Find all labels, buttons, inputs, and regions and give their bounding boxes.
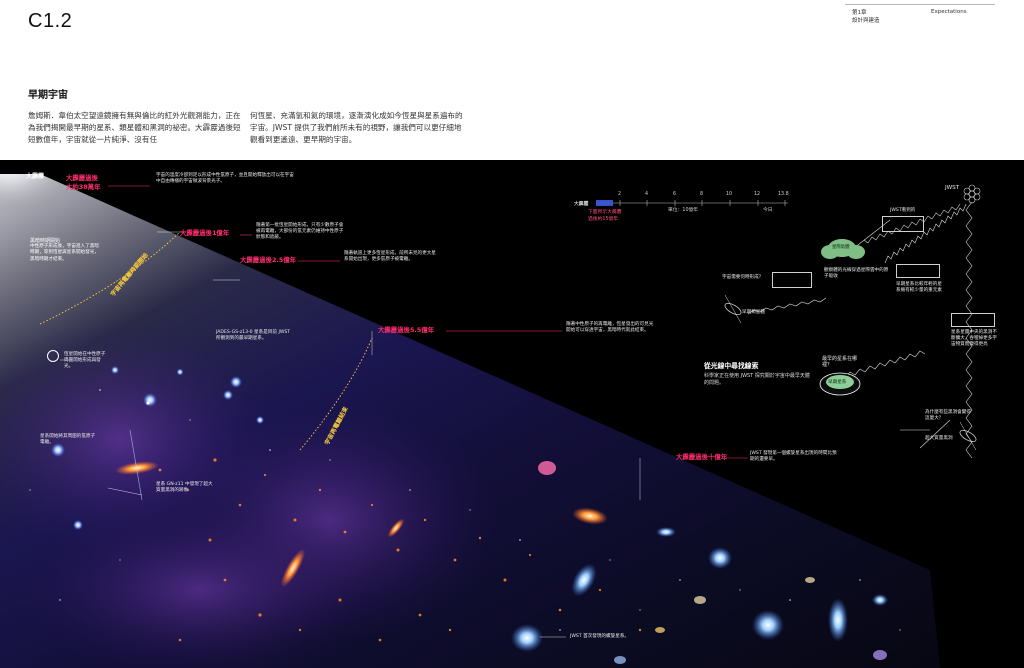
chapter-number: 第1章 [852, 10, 867, 16]
timeline-tick-8: 8 [700, 192, 704, 197]
epoch-550m-note: 隨著中性原子的再電離，恆星發出的可見光開始可以穿透宇宙，黑暗時代就此結束。 [566, 322, 654, 334]
first-stars-note: 恆星開始在中性原子周圍開始形成與發光。 [64, 352, 106, 370]
gas-cloud-label: 星際氣體 [832, 245, 850, 250]
gnz11-note: 星系 GN-z11 中發現了超大質量黑洞的跡象 [156, 482, 213, 494]
chapter-name: 設計與建造 [852, 18, 880, 24]
timeline-unit: 單位：10億年 [668, 208, 699, 213]
hunt-title: 從光線中尋找線索 [704, 362, 759, 370]
bh-question: 為什麼有些黑洞會變得這麼大？ [925, 410, 971, 422]
timeline-today: 今日 [763, 208, 773, 213]
where-galaxies-question: 最早的星系在哪裡？ [822, 356, 858, 369]
epoch-380k-label: 大霹靂過後 大約38萬年 [66, 174, 100, 192]
dark-ages-title: 黑暗時期開始 [30, 238, 61, 244]
epoch-250m-note: 隨著軌道上更多恆星形成，前所未見的更大星系開始出現，更多氫原子被電離。 [344, 251, 436, 263]
epoch-100m-label: 大霹靂過後1億年 [180, 229, 230, 237]
epoch-100m-note: 隨著第一批恆星開始形成，只有少數原子會被再電離，大部份的氫元素仍維持中性原子狀態… [256, 223, 344, 241]
spectrum-note: 早期星系比較年輕的星系擁有較少量的重元素 [896, 282, 942, 294]
chapter-label: 第1章 設計與建造 [852, 9, 880, 25]
timeline-tick-6: 6 [673, 192, 677, 197]
intro-paragraph-2: 何恆星、充滿氫和氦的環境，逐漸演化成如今恆星與星系遍布的宇宙。JWST 提供了我… [250, 111, 463, 144]
gas-cloud-note: 觀察體的光線穿過星際雲中的原子吸收 [824, 268, 889, 280]
dark-ages-text: 中性原子形成後，宇宙進入了黑暗時期，等到恆星與星系開始發光，黑暗時期才結束。 [30, 244, 99, 262]
chapter-title: Expectations [931, 9, 967, 15]
timeline-tick-4: 4 [645, 192, 649, 197]
question-when-box [772, 272, 812, 288]
jwst-sees-box [882, 216, 924, 232]
smbh-label: 超大質量黑洞 [925, 436, 953, 441]
early-quasar-label: 早期類星體 [742, 310, 765, 315]
early-galaxy-label: 早期星系 [828, 380, 847, 385]
timeline-highlight: 下面所示大霹靂 過後約15億年 [588, 208, 622, 222]
intro-paragraph-1: 詹姆斯．韋伯太空望遠鏡擁有無與倫比的紅外光觀測能力，正在為我們揭開最早期的星系、… [28, 111, 241, 144]
spectrum-box [896, 264, 940, 278]
timeline-start: 大霹靂 [574, 202, 589, 207]
jwst-sees-label: JWST看到的 [890, 208, 916, 213]
timeline-tick-13-8: 13.8 [778, 192, 789, 197]
timeline-tick-10: 10 [726, 192, 733, 197]
early-universe-diagram: 大霹靂 大霹靂過後 大約38萬年 宇宙的溫度冷卻到足以形成中性氫原子，並且開始釋… [0, 160, 1024, 668]
question-when: 宇宙需要何時形成？ [722, 275, 764, 280]
dark-ages-block: 黑暗時期開始 中性原子形成後，宇宙進入了黑暗時期，等到恆星與星系開始發光，黑暗時… [30, 238, 100, 263]
quasar-note: 星系開始將其周圍的氫原子電離。 [40, 434, 96, 446]
jwst-label: JWST [945, 185, 960, 191]
epoch-380k-line2: 大約38萬年 [66, 183, 101, 191]
timeline-tick-12: 12 [754, 192, 761, 197]
epoch-380k-note: 宇宙的溫度冷卻到足以形成中性氫原子，並且開始釋放出可以在宇宙中自由傳播的宇宙微波… [156, 173, 294, 185]
epoch-550m-label: 大霹靂過後5.5億年 [378, 326, 435, 334]
timeline-tick-2: 2 [618, 192, 622, 197]
cosmic-wedge-artwork [0, 174, 981, 668]
hunt-block: 從光線中尋找線索 科學家正在使用 JWST 探究關於宇宙中最早天體的問題。 [704, 360, 814, 387]
timeline-highlight-line1: 下面所示大霹靂 [588, 210, 622, 215]
big-bang-label: 大霹靂 [26, 173, 45, 180]
first-stars-marker [47, 350, 59, 362]
timeline-highlight-line2: 過後約15億年 [588, 217, 619, 222]
epoch-250m-label: 大霹靂過後2.5億年 [240, 256, 297, 264]
epoch-1b-label: 大霹靂過後十億年 [676, 453, 728, 461]
epoch-1b-note: JWST 發現第一個螺旋星系出現的時間比預期的還要早。 [750, 451, 837, 463]
header-rule [845, 4, 995, 5]
bh-spectrum-box [951, 313, 995, 327]
hunt-text: 科學家正在使用 JWST 探究關於宇宙中最早天體的問題。 [704, 373, 810, 386]
bh-growth-note: 星系星團中央的黑洞不斷擴大，吞噬掉更多宇宙物質而變得更亮 [951, 330, 997, 348]
epoch-380k-line1: 大霹靂過後 [66, 174, 98, 182]
section-code: C1.2 [28, 10, 73, 32]
jades-note: JADES-GS-z13-0 星系是目前 JWST 所觀測到的最早期星系。 [216, 330, 291, 342]
article-heading: 早期宇宙 [28, 90, 68, 101]
spiral-note: JWST 首次發現的螺旋星系。 [570, 634, 630, 639]
